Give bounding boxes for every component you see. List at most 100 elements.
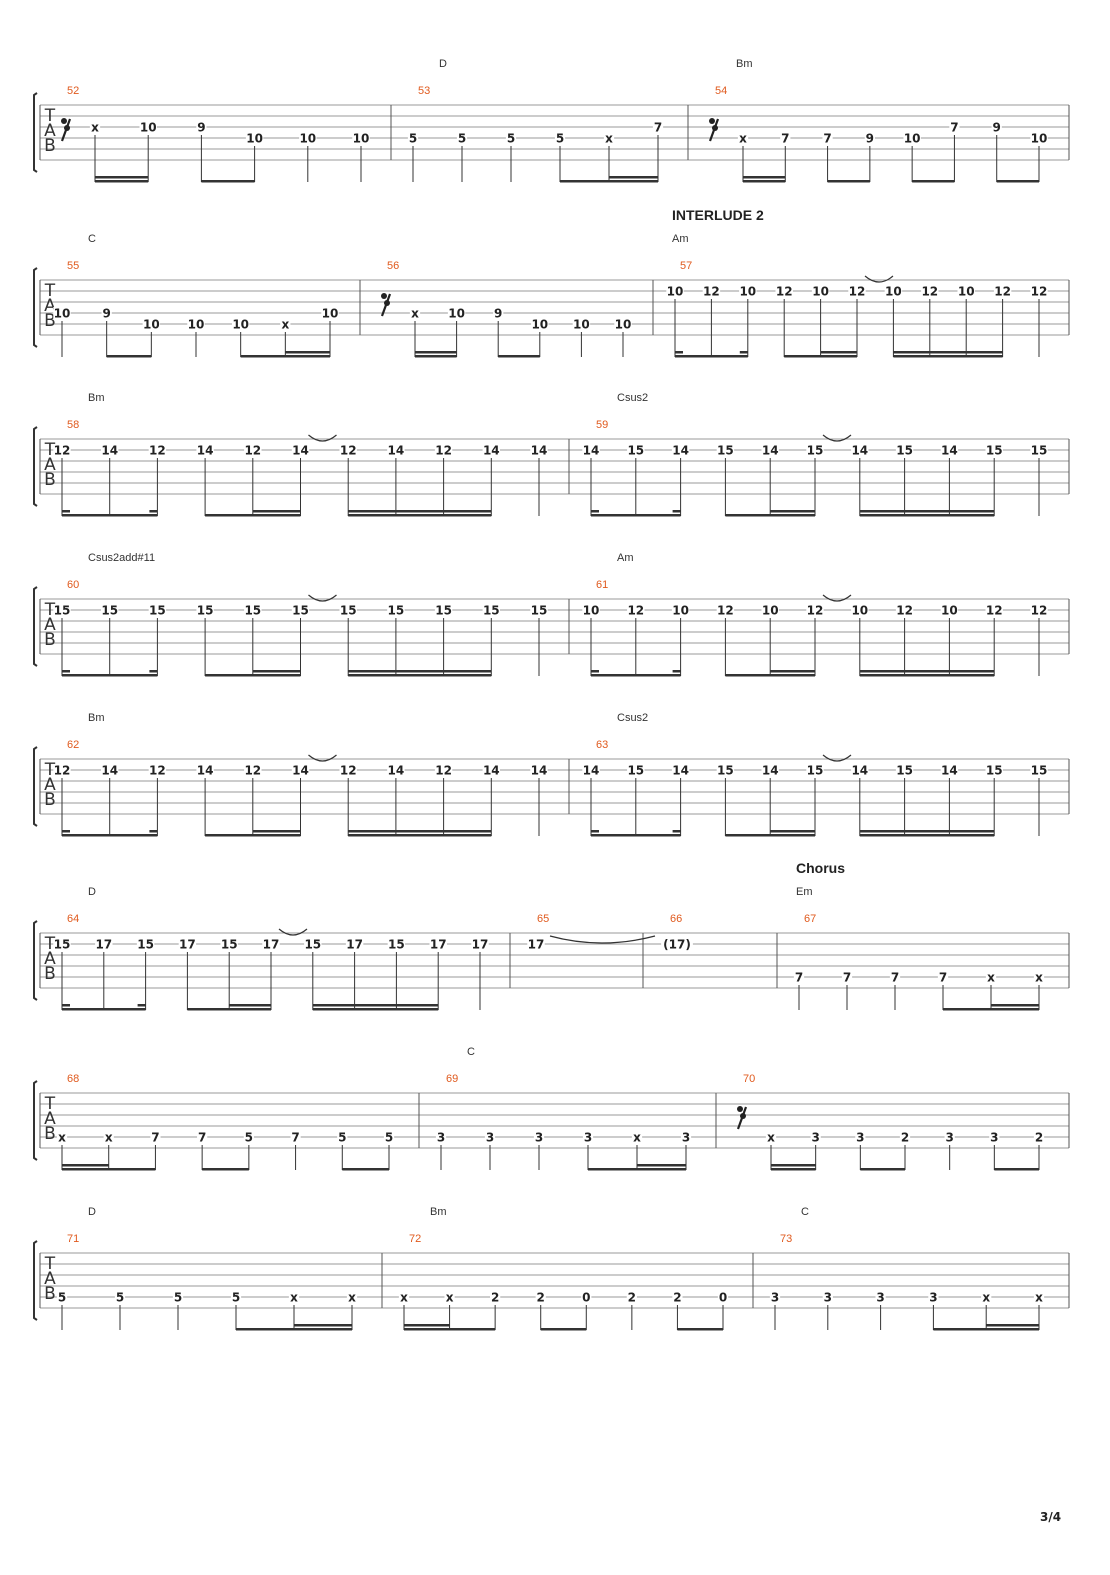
fret-number: 15 <box>483 604 500 618</box>
dead-note: x <box>281 318 289 332</box>
fret-knockout <box>1030 285 1048 297</box>
tab-clef-letter: B <box>44 1124 56 1144</box>
beam-secondary <box>252 510 301 513</box>
fret-number: 14 <box>583 764 600 778</box>
beam-secondary <box>348 510 492 513</box>
fret-number: 7 <box>781 132 789 146</box>
beam-stub <box>672 830 681 833</box>
beam-secondary <box>986 1324 1039 1327</box>
bar-number: 71 <box>67 1233 79 1245</box>
fret-number: 17 <box>528 938 545 952</box>
beam <box>771 1168 816 1171</box>
fret-knockout <box>244 444 262 456</box>
fret-number: 3 <box>929 1291 937 1305</box>
beam <box>725 674 815 677</box>
fret-knockout <box>339 764 357 776</box>
fret-knockout <box>231 318 250 330</box>
fret-knockout <box>196 604 214 616</box>
fret-number: 10 <box>904 132 921 146</box>
fret-number: 10 <box>322 307 339 321</box>
tab-clef-letter: B <box>44 964 56 984</box>
tab-clef-letter: A <box>44 121 56 141</box>
fret-number: 7 <box>950 121 958 135</box>
fret-number: 15 <box>717 444 734 458</box>
beam-stub <box>149 670 158 673</box>
tab-clef-letter: T <box>44 600 56 620</box>
fret-knockout <box>339 444 357 456</box>
rest-dot <box>61 118 67 124</box>
fret-number: 10 <box>941 604 958 618</box>
fret-number: 12 <box>994 285 1011 299</box>
fret-knockout <box>661 938 693 950</box>
fret-number: 7 <box>939 971 947 985</box>
fret-knockout <box>572 318 591 330</box>
fret-knockout <box>245 132 264 144</box>
fret-knockout <box>484 1131 496 1143</box>
fret-number: 7 <box>823 132 831 146</box>
fret-knockout <box>291 604 310 616</box>
fret-number: 15 <box>807 444 824 458</box>
system-bracket <box>33 746 38 827</box>
fret-knockout <box>533 1131 545 1143</box>
beam <box>996 180 1039 183</box>
bar-number: 63 <box>596 739 608 751</box>
tab-clef-letter: A <box>44 775 56 795</box>
fret-knockout <box>895 764 914 776</box>
fret-number: 12 <box>807 604 824 618</box>
fret-knockout <box>142 318 161 330</box>
bar-number: 54 <box>715 85 727 97</box>
fret-knockout <box>53 444 71 456</box>
beam <box>591 834 681 837</box>
fret-number: 10 <box>762 604 779 618</box>
fret-knockout <box>841 971 853 983</box>
fret-knockout <box>702 285 721 297</box>
beam-secondary <box>609 176 658 179</box>
chord-symbol: Csus2 <box>617 712 648 724</box>
system-bracket <box>33 920 38 1001</box>
fret-number: 15 <box>388 938 405 952</box>
fret-number: 5 <box>385 1131 393 1145</box>
bar-number: 72 <box>409 1233 421 1245</box>
tie-arc <box>822 434 852 442</box>
section-marker: INTERLUDE 2 <box>672 207 764 223</box>
fret-number: 3 <box>811 1131 819 1145</box>
rest-dot <box>381 293 387 299</box>
fret-number: 17 <box>263 938 280 952</box>
tab-clef-letter: A <box>44 949 56 969</box>
fret-number: 7 <box>198 1131 206 1145</box>
rest-dot <box>740 1113 746 1119</box>
fret-knockout <box>1033 971 1045 983</box>
fret-knockout <box>530 764 548 776</box>
fret-knockout <box>243 1131 254 1143</box>
fret-knockout <box>851 604 869 616</box>
fret-number: 2 <box>628 1291 636 1305</box>
fret-knockout <box>172 1291 184 1303</box>
fret-number: 12 <box>149 444 166 458</box>
fret-knockout <box>899 1131 911 1143</box>
fret-number: 10 <box>448 307 465 321</box>
beam <box>893 355 1003 358</box>
beam-secondary <box>229 1004 271 1007</box>
fret-number: 14 <box>672 764 689 778</box>
fret-knockout <box>299 132 317 144</box>
beam-secondary <box>770 670 815 673</box>
fret-number: 3 <box>990 1131 998 1145</box>
bar-number: 66 <box>670 913 682 925</box>
fret-knockout <box>981 1291 992 1303</box>
fret-number: 10 <box>188 318 205 332</box>
beam-secondary <box>404 1324 450 1327</box>
fret-knockout <box>447 307 466 319</box>
fret-number: 12 <box>54 444 71 458</box>
fret-number: 15 <box>221 938 238 952</box>
fret-number: 10 <box>531 318 548 332</box>
fret-number: 3 <box>856 1131 864 1145</box>
fret-number: 14 <box>762 764 779 778</box>
fret-knockout <box>352 132 370 144</box>
fret-number: 15 <box>292 604 309 618</box>
